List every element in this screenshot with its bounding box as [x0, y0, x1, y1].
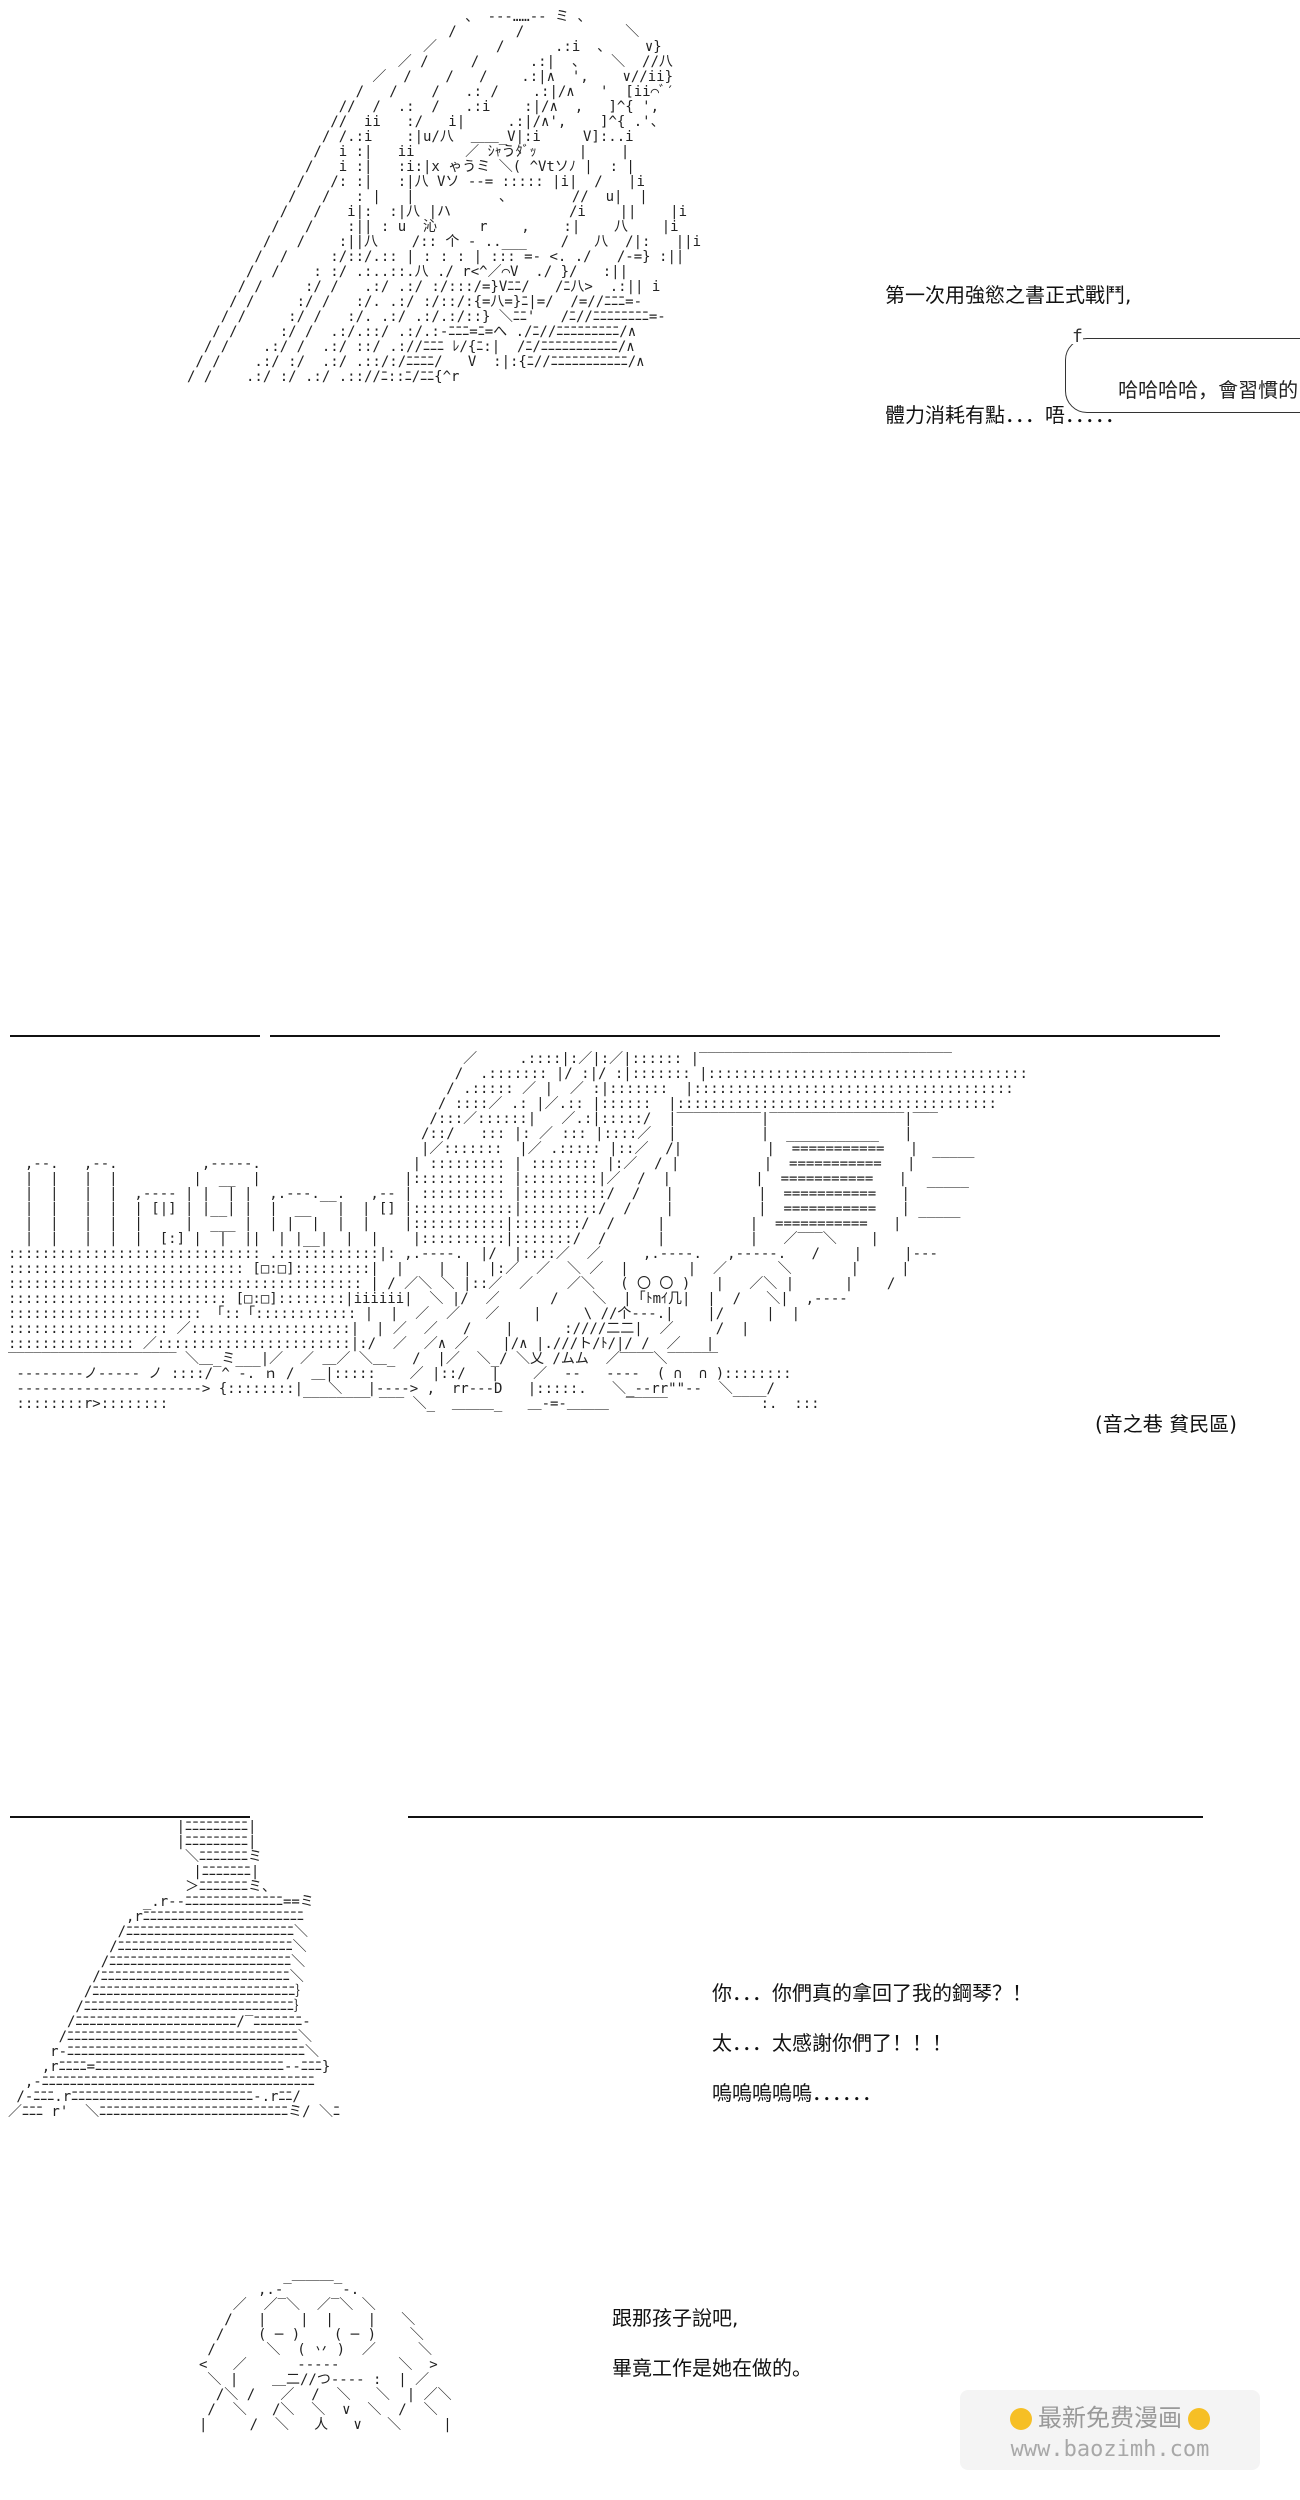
panel-divider — [10, 1035, 260, 1037]
watermark-url: www.baozimh.com — [1010, 2437, 1210, 2462]
watermark: 最新免费漫画 www.baozimh.com — [960, 2390, 1260, 2470]
watermark-title: 最新免费漫画 — [1038, 2404, 1182, 2432]
panel-1: 、 -‐‐……‐‐ ミ 、 / / ＼ ／ / .:i 、 ∨} — [0, 0, 1300, 990]
panel-4-dialog: 跟那孩子說吧, 畢竟工作是她在做的。 — [612, 2293, 812, 2393]
panel-1-dialog: 第一次用強慾之書正式戰鬥, 體力消耗有點．．．唔．．．．． — [885, 195, 1131, 475]
hand-pointer-icon — [1010, 2408, 1032, 2430]
hand-pointer-icon — [1188, 2408, 1210, 2430]
dialog-line: 畢竟工作是她在做的。 — [612, 2356, 812, 2380]
dialog-line: 跟那孩子說吧, — [612, 2306, 739, 2330]
bubble-mark: f — [1072, 326, 1083, 347]
dialog-line: 你．．．你們真的拿回了我的鋼琴？！ — [712, 1981, 1032, 2005]
panel-divider — [408, 1816, 1203, 1818]
ascii-art-slum-street: ／ .::::|:／|:／|:::::: |‾‾‾‾‾‾‾‾‾‾‾‾‾‾‾‾‾‾… — [8, 1051, 1028, 1412]
ascii-art-smiling-character: ＿＿＿ ,.‐‾ ‾‐. ／ ／‾＼ ／‾＼ ＼ / | | | | ＼ / (… — [199, 2267, 452, 2433]
bubble-text: 哈哈哈哈，會習慣的 — [1118, 378, 1299, 402]
ascii-art-girl-back: |ﾆﾆﾆﾆﾆﾆﾆﾆﾆ| |ﾆﾆﾆﾆﾆﾆﾆﾆﾆ| ＼ﾆﾆﾆﾆﾆﾆﾆミ |ﾆﾆﾆﾆﾆ… — [8, 1820, 340, 2120]
panel-4: ＿＿＿ ,.‐‾ ‾‐. ／ ／‾＼ ／‾＼ ＼ / | | | | ＼ / (… — [0, 2260, 1300, 2500]
panel-3-dialog: 你．．．你們真的拿回了我的鋼琴？！ 太．．．太感謝你們了！！！ 嗚嗚嗚嗚嗚．．．… — [712, 1968, 1032, 2118]
panel-divider — [270, 1035, 1220, 1037]
speech-bubble: f 哈哈哈哈，會習慣的 — [1065, 328, 1300, 413]
panel-divider — [10, 1816, 250, 1818]
panel-3: |ﾆﾆﾆﾆﾆﾆﾆﾆﾆ| |ﾆﾆﾆﾆﾆﾆﾆﾆﾆ| ＼ﾆﾆﾆﾆﾆﾆﾆミ |ﾆﾆﾆﾆﾆ… — [0, 1820, 1300, 2240]
location-caption: (音之巷 貧民區) — [1095, 1412, 1237, 1436]
dialog-line: 太．．．太感謝你們了！！！ — [712, 2031, 952, 2055]
ascii-art-character-long-hair: 、 -‐‐……‐‐ ミ 、 / / ＼ ／ / .:i 、 ∨} — [10, 10, 1300, 427]
dialog-line: 第一次用強慾之書正式戰鬥, — [885, 283, 1132, 307]
panel-2: ／ .::::|:／|:／|:::::: |‾‾‾‾‾‾‾‾‾‾‾‾‾‾‾‾‾‾… — [0, 1040, 1300, 1810]
dialog-line: 嗚嗚嗚嗚嗚．．．．．． — [712, 2081, 882, 2105]
